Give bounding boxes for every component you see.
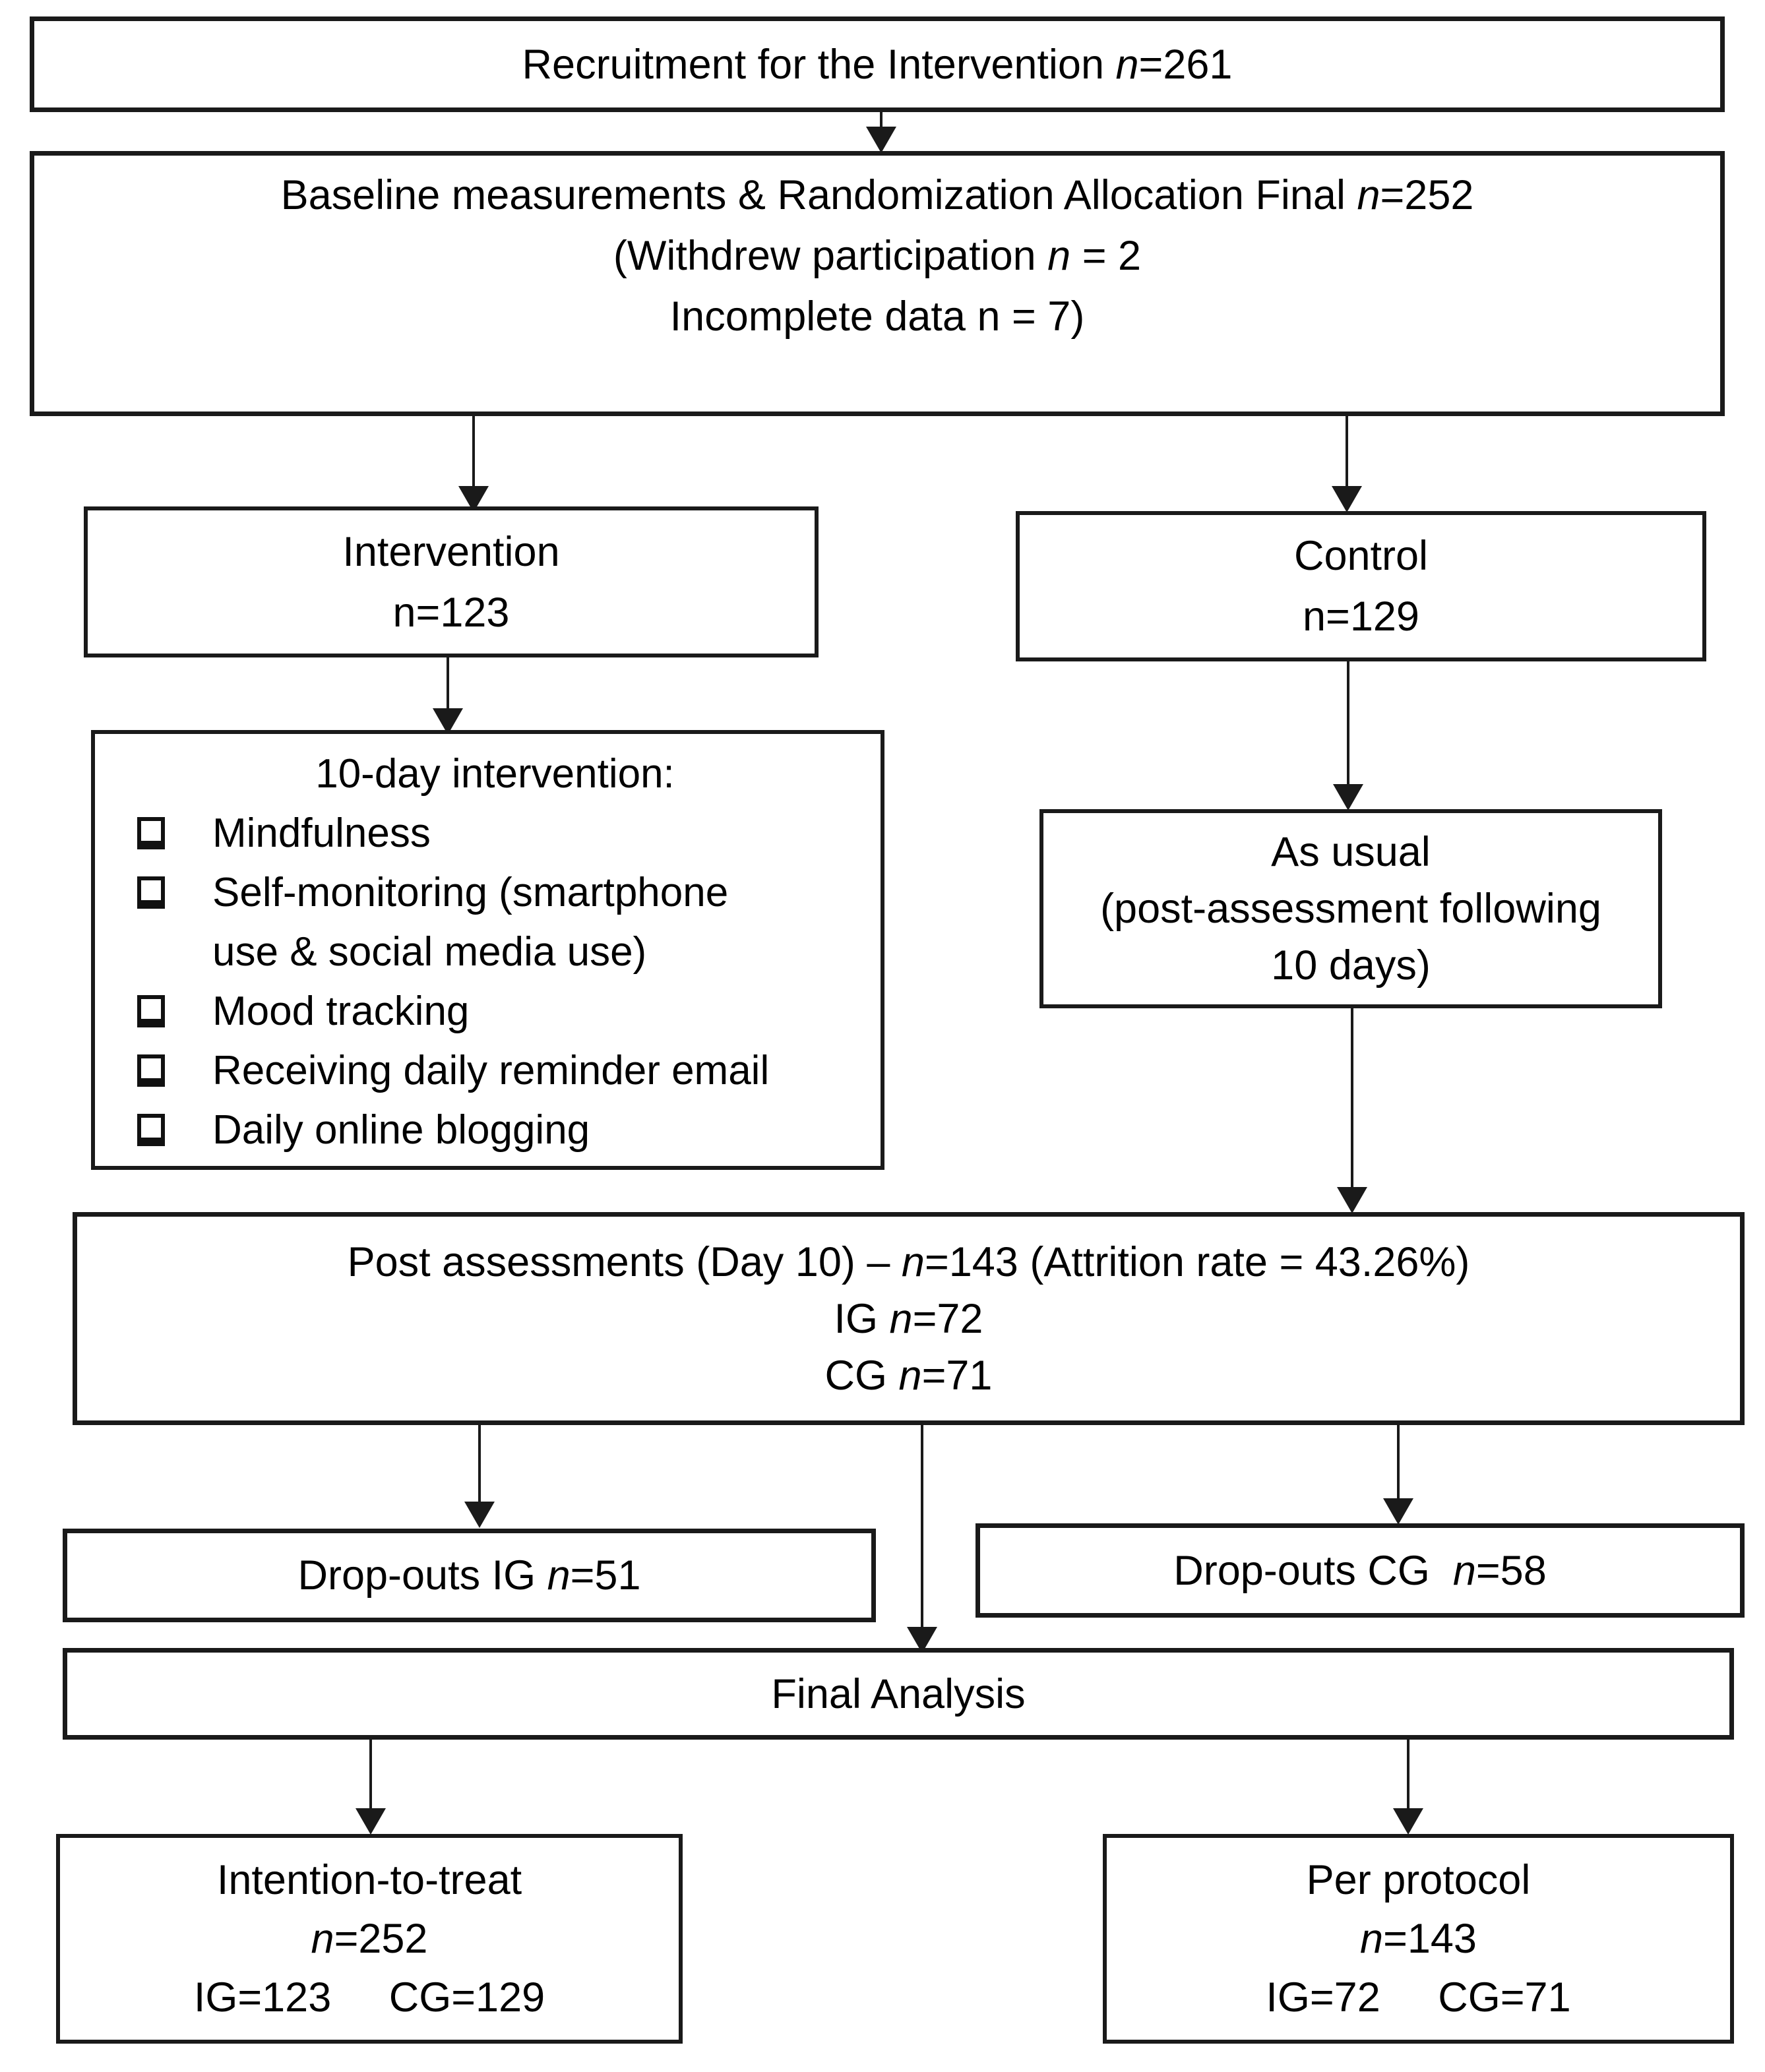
down-arrow-icon <box>464 1502 495 1528</box>
intervention-group-box: Intervention n=123 <box>84 506 819 657</box>
checklist-item-label: Mood tracking <box>212 989 470 1034</box>
dropouts-cg-box: Drop-outs CG n=58 <box>975 1523 1745 1618</box>
arrow-shaft <box>1346 416 1348 490</box>
post-line-1: Post assessments (Day 10) – n=143 (Attri… <box>347 1238 1470 1285</box>
checklist-item-label: Mindfulness <box>212 810 431 856</box>
checklist-item: Daily online blogging <box>129 1101 861 1160</box>
arrow-final-to-itt <box>356 1740 386 1835</box>
checklist-item: Self-monitoring (smartphone use & social… <box>129 863 861 982</box>
checkbox-icon <box>137 995 165 1027</box>
down-arrow-icon <box>1383 1498 1413 1525</box>
down-arrow-icon <box>1393 1808 1423 1835</box>
as-usual-line-2: (post-assessment following <box>1100 886 1601 932</box>
baseline-randomization-box: Baseline measurements & Randomization Al… <box>30 151 1725 416</box>
checklist-item: Mindfulness <box>129 804 861 863</box>
arrow-shaft <box>1397 1425 1400 1502</box>
dropouts-ig-text: Drop-outs IG n=51 <box>297 1552 641 1599</box>
post-assessments-box: Post assessments (Day 10) – n=143 (Attri… <box>73 1212 1745 1425</box>
control-label: Control <box>1293 533 1429 579</box>
as-usual-box: As usual (post-assessment following 10 d… <box>1039 809 1662 1008</box>
per-protocol-box: Per protocol n=143 IG=72 CG=71 <box>1103 1834 1734 2044</box>
arrow-recruitment-to-baseline <box>866 112 896 153</box>
arrow-shaft <box>1351 1008 1353 1191</box>
arrow-intervention-to-checklist <box>433 657 463 735</box>
recruitment-text: Recruitment for the Intervention n=261 <box>522 41 1233 88</box>
checklist-item: Receiving daily reminder email <box>129 1041 861 1101</box>
checklist-item-label: Receiving daily reminder email <box>212 1048 770 1093</box>
arrow-baseline-to-control <box>1332 416 1362 512</box>
checkbox-icon <box>137 1114 165 1146</box>
itt-n: n=252 <box>311 1915 428 1962</box>
baseline-line-2: (Withdrew participation n = 2 <box>613 233 1142 279</box>
down-arrow-icon <box>866 127 896 153</box>
arrow-shaft <box>472 416 475 490</box>
arrow-post-to-dropouts-cg <box>1383 1425 1413 1525</box>
checkbox-icon <box>137 817 165 849</box>
final-analysis-box: Final Analysis <box>63 1648 1734 1740</box>
dropouts-cg-text: Drop-outs CG n=58 <box>1173 1547 1547 1594</box>
checklist-item-label: Self-monitoring (smartphone use & social… <box>212 870 729 975</box>
post-line-2: IG n=72 <box>834 1295 983 1342</box>
itt-groups: IG=123 CG=129 <box>193 1974 545 2021</box>
itt-label: Intention-to-treat <box>216 1856 522 1903</box>
arrow-post-to-dropouts-ig <box>464 1425 495 1528</box>
baseline-line-1: Baseline measurements & Randomization Al… <box>280 172 1474 218</box>
arrow-as-usual-to-post <box>1337 1008 1367 1213</box>
as-usual-line-3: 10 days) <box>1271 942 1431 989</box>
post-line-3: CG n=71 <box>824 1352 993 1399</box>
down-arrow-icon <box>1333 784 1363 810</box>
control-n: n=129 <box>1303 594 1419 640</box>
intervention-label: Intervention <box>342 528 560 575</box>
per-protocol-label: Per protocol <box>1306 1856 1531 1903</box>
arrow-shaft <box>369 1740 372 1812</box>
control-group-box: Control n=129 <box>1016 511 1706 661</box>
arrow-post-to-final-analysis <box>907 1425 937 1653</box>
arrow-shaft <box>921 1425 923 1631</box>
checklist-item-label: Daily online blogging <box>212 1107 590 1153</box>
checklist-item: Mood tracking <box>129 982 861 1041</box>
down-arrow-icon <box>1332 486 1362 512</box>
intervention-n: n=123 <box>392 589 510 636</box>
ten-day-intervention-box: 10-day intervention: Mindfulness Self-mo… <box>91 730 884 1170</box>
checklist-title: 10-day intervention: <box>315 751 675 797</box>
arrow-shaft <box>1347 661 1349 788</box>
arrow-baseline-to-intervention <box>458 416 489 512</box>
per-protocol-groups: IG=72 CG=71 <box>1266 1974 1571 2021</box>
arrow-shaft <box>880 112 882 131</box>
recruitment-box: Recruitment for the Intervention n=261 <box>30 16 1725 112</box>
dropouts-ig-box: Drop-outs IG n=51 <box>63 1529 876 1622</box>
arrow-final-to-per-protocol <box>1393 1740 1423 1835</box>
checkbox-icon <box>137 876 165 909</box>
arrow-shaft <box>478 1425 481 1506</box>
down-arrow-icon <box>356 1808 386 1835</box>
baseline-line-3: Incomplete data n = 7) <box>669 293 1085 340</box>
per-protocol-n: n=143 <box>1360 1915 1477 1962</box>
down-arrow-icon <box>1337 1187 1367 1213</box>
as-usual-line-1: As usual <box>1271 829 1431 875</box>
final-analysis-text: Final Analysis <box>771 1670 1026 1717</box>
checkbox-icon <box>137 1054 165 1087</box>
intention-to-treat-box: Intention-to-treat n=252 IG=123 CG=129 <box>56 1834 683 2044</box>
arrow-control-to-as-usual <box>1333 661 1363 810</box>
arrow-shaft <box>1407 1740 1409 1812</box>
arrow-shaft <box>447 657 449 712</box>
